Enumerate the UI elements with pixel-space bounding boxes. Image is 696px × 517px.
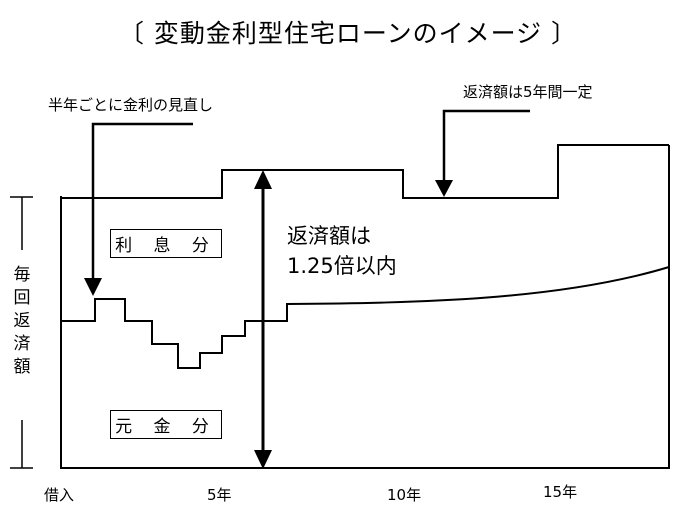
principal-label: 元 金 分	[110, 410, 222, 439]
review-arrow	[91, 122, 193, 282]
review-arrow-head	[84, 278, 102, 296]
fixed-payment-annotation: 返済額は5年間一定	[463, 83, 593, 101]
x-tick-10y: 10年	[387, 486, 422, 504]
y-label-char: 回	[13, 288, 31, 308]
y-label-char: 返	[13, 311, 31, 331]
limit-arrow-head-top	[254, 170, 272, 189]
interest-principal-boundary	[61, 266, 670, 369]
y-label-char: 済	[13, 334, 31, 354]
fixed-arrow	[442, 109, 530, 182]
review-annotation: 半年ごとに金利の見直し	[48, 96, 214, 114]
payment-line	[61, 144, 669, 199]
y-label-char: 額	[13, 357, 31, 377]
y-axis-label: 毎 回 返 済 額	[10, 264, 34, 379]
x-tick-borrow: 借入	[44, 486, 75, 504]
interest-label: 利 息 分	[110, 229, 222, 258]
limit-annotation-line1: 返済額は	[287, 224, 371, 248]
limit-arrow-head-bottom	[254, 450, 272, 469]
x-tick-15y: 15年	[543, 483, 578, 501]
fixed-arrow-head	[435, 180, 453, 197]
limit-annotation-line2: 1.25倍以内	[287, 254, 397, 278]
x-tick-5y: 5年	[207, 486, 232, 504]
page-title: 〔 変動金利型住宅ローンのイメージ 〕	[118, 19, 578, 48]
y-label-char: 毎	[13, 265, 31, 285]
